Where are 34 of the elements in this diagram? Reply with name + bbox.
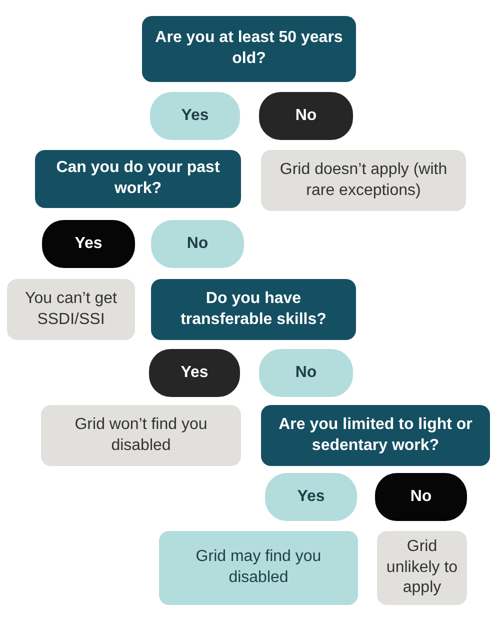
result-box [41,405,241,466]
result-box [261,150,466,211]
node-text: Grid unlikely to apply [385,536,459,598]
answer-label: Yes [74,234,102,254]
question-box [142,16,356,82]
node-text: Grid doesn’t apply (with rare exceptions) [278,160,448,200]
answer-pill [150,92,240,140]
answer-pill [375,473,467,521]
answer-pill [149,349,240,397]
question-box [151,279,356,340]
result-box [159,531,358,605]
answer-pill [259,92,353,140]
node-text: Grid won’t find you disabled [74,414,208,456]
answer-label: No [295,106,317,126]
node-text: Grid may find you disabled [194,547,322,588]
answer-label: Yes [181,106,209,126]
answer-pill [42,220,135,268]
answer-label: Yes [180,362,208,383]
answer-pill [259,349,353,397]
node-text: You can’t get SSDI/SSI [24,288,118,330]
question-box [261,405,490,466]
question-box [35,150,241,208]
node-text: Do you have transferable skills? [180,288,328,330]
node-text: Are you at least 50 years old? [154,28,344,69]
answer-label: Yes [297,486,325,507]
answer-label: No [410,486,432,507]
answer-label: No [295,362,317,383]
node-text: Are you limited to light or sedentary work? [278,414,474,456]
result-box [7,279,135,340]
answer-pill [151,220,244,268]
answer-label: No [186,234,208,254]
result-box [377,531,467,605]
node-text: Can you do your past work? [55,158,221,199]
answer-pill [265,473,357,521]
